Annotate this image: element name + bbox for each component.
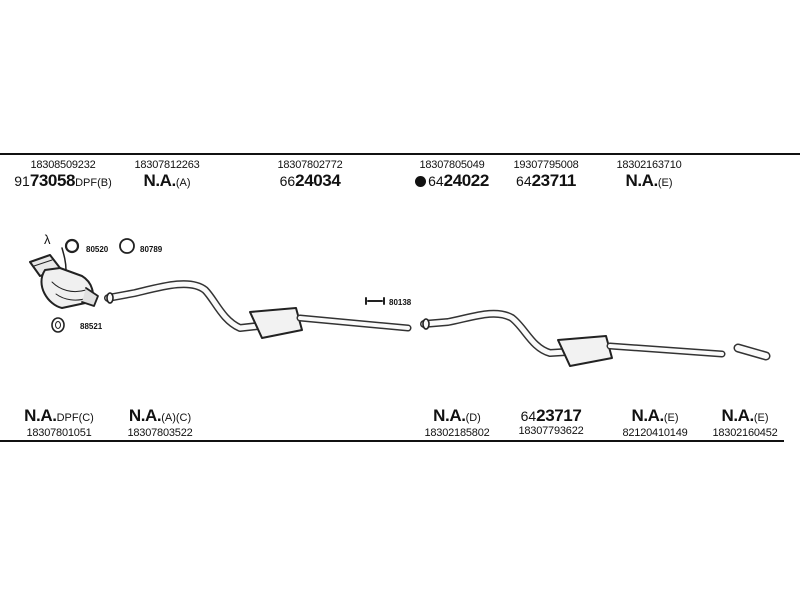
rear-pipe (606, 342, 726, 358)
top-divider-line (0, 153, 800, 155)
bottom-part-entry: N.A.(E)82120410149 (600, 407, 710, 440)
part-code: 6424022 (397, 172, 507, 190)
part-number: 18302163710 (616, 159, 682, 171)
part-code: N.A.(E) (600, 407, 710, 427)
gasket-88521-label: 88521 (80, 322, 103, 331)
part-number: 18302160452 (712, 427, 778, 439)
part-code: 6423711 (491, 172, 601, 190)
clamp-80789-drawing (119, 238, 135, 254)
rear-silencer (557, 335, 613, 367)
part-code-main: N.A. (143, 171, 176, 190)
part-number: 82120410149 (622, 427, 688, 439)
part-code: N.A.DPF(C) (4, 407, 114, 427)
part-code: N.A.(A) (112, 172, 222, 192)
front-silencer (249, 307, 303, 339)
lambda-sensor-label: λ (44, 232, 51, 247)
part-code-suffix: (D) (465, 412, 481, 424)
part-code-main: N.A. (721, 406, 754, 425)
bottom-part-entry: N.A.(A)(C)18307803522 (105, 407, 215, 440)
part-code-suffix: (E) (663, 412, 679, 424)
intermediate-pipe (296, 314, 412, 332)
part-code-suffix: DPF(C) (56, 412, 94, 424)
part-code-main: N.A. (128, 406, 162, 425)
front-pipe (104, 280, 262, 332)
part-code: N.A.(A)(C) (105, 407, 215, 427)
part-code: N.A.(E) (594, 172, 704, 192)
bracket-80138-drawing (365, 297, 385, 305)
part-code-prefix: 64 (520, 408, 537, 424)
part-code-main: 24022 (443, 171, 490, 190)
center-pipe (420, 309, 570, 357)
part-code-main: 23711 (531, 171, 577, 190)
bottom-part-entry: N.A.(D)18302185802 (402, 407, 512, 440)
part-code-main: 73058 (29, 171, 76, 190)
part-code: 9173058DPF(B) (8, 172, 118, 192)
part-code-main: N.A. (631, 406, 664, 425)
part-code-prefix: 91 (14, 173, 30, 189)
part-number: 18307793622 (518, 425, 584, 437)
part-code-main: 24034 (295, 171, 341, 190)
part-code-suffix: (E) (657, 177, 673, 189)
part-code-main: 23717 (536, 406, 582, 425)
part-code-suffix: (A)(C) (161, 412, 192, 424)
bottom-part-entry: N.A.DPF(C)18307801051 (4, 407, 114, 440)
part-code-main: N.A. (625, 171, 658, 190)
part-number: 18307801051 (26, 427, 92, 439)
part-code-suffix: DPF(B) (75, 177, 112, 189)
part-number: 18307805049 (419, 159, 485, 171)
part-code-prefix: 64 (516, 173, 532, 189)
part-code: N.A.(D) (402, 407, 512, 427)
part-code-prefix: 64 (428, 173, 444, 189)
bottom-part-entry: N.A.(E)18302160452 (690, 407, 800, 440)
part-code: 6624034 (255, 172, 365, 190)
dot-marker-icon (415, 176, 427, 187)
part-code-prefix: 66 (279, 173, 296, 189)
part-code: 6423717 (496, 407, 606, 425)
part-number: 18307802772 (277, 159, 343, 171)
clamp-80520-drawing (64, 238, 80, 254)
part-code-suffix: (E) (753, 412, 769, 424)
clamp-80520-label: 80520 (86, 245, 109, 254)
part-code-suffix: (A) (175, 177, 191, 189)
catalytic-converter-dpf (29, 247, 99, 309)
part-number: 18302185802 (424, 427, 490, 439)
part-number: 19307795008 (513, 159, 579, 171)
part-code-main: N.A. (24, 406, 57, 425)
bottom-divider-line (0, 440, 784, 442)
bracket-80138-label: 80138 (389, 298, 412, 307)
part-number: 18307803522 (127, 427, 193, 439)
gasket-88521-drawing (51, 317, 65, 333)
part-code-main: N.A. (433, 406, 466, 425)
part-number: 18308509232 (30, 159, 96, 171)
clamp-80789-label: 80789 (140, 245, 163, 254)
tail-pipe (733, 343, 771, 361)
part-number: 18307812263 (134, 159, 200, 171)
part-code: N.A.(E) (690, 407, 800, 427)
